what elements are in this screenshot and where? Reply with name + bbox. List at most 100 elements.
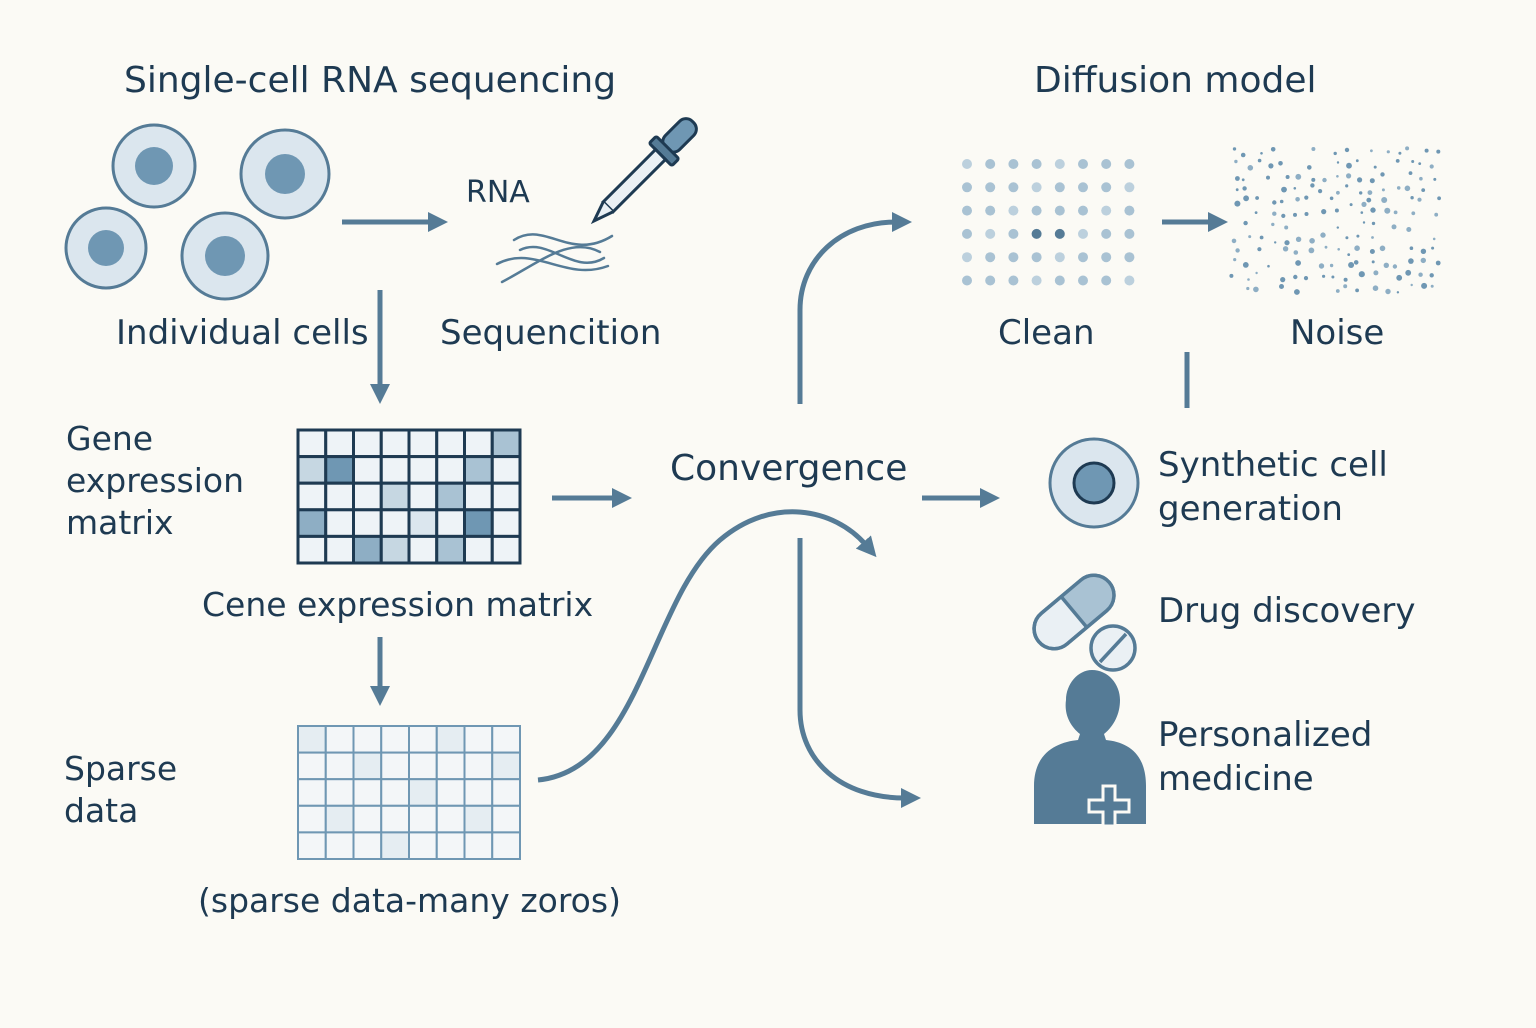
noise-dot bbox=[1247, 278, 1250, 281]
noise-dot bbox=[1435, 260, 1441, 266]
noise-dot bbox=[1343, 284, 1348, 289]
sparse-cell bbox=[491, 751, 521, 781]
noise-dot bbox=[1255, 196, 1259, 200]
pipette-icon bbox=[590, 117, 698, 225]
tablet-icon bbox=[1089, 624, 1137, 672]
noise-dot bbox=[1420, 248, 1427, 254]
noise-dot bbox=[1293, 274, 1298, 280]
noise-dot bbox=[1295, 197, 1300, 202]
sparse-cell bbox=[352, 778, 383, 807]
noise-dot bbox=[1232, 147, 1237, 151]
noise-dot bbox=[1274, 241, 1277, 244]
noise-dot bbox=[1343, 277, 1348, 282]
noise-dot bbox=[1281, 186, 1287, 193]
noise-dot bbox=[1381, 188, 1385, 192]
sparse-cell bbox=[491, 778, 521, 807]
noise-dot bbox=[1369, 178, 1375, 184]
matrix-cell bbox=[463, 481, 494, 512]
noise-dot bbox=[1411, 211, 1416, 216]
clean-dot bbox=[1008, 252, 1019, 263]
noise-dot bbox=[1367, 190, 1373, 196]
matrix-cell bbox=[435, 428, 466, 459]
noise-dot bbox=[1348, 262, 1355, 268]
sparse-cell bbox=[297, 751, 327, 781]
noise-dot bbox=[1295, 236, 1302, 242]
matrix-cell bbox=[490, 455, 522, 485]
matrix-cell bbox=[324, 508, 355, 538]
noise-dot bbox=[1406, 227, 1412, 232]
clean-dot bbox=[1008, 182, 1019, 193]
sparse-cell bbox=[491, 725, 521, 754]
sparse-cell bbox=[380, 804, 410, 834]
noise-dot bbox=[1384, 207, 1391, 214]
noise-dot bbox=[1243, 220, 1248, 226]
noise-dot bbox=[1420, 257, 1427, 264]
clean-dot bbox=[985, 182, 996, 193]
noise-dot bbox=[1347, 253, 1351, 256]
noise-icon bbox=[1229, 146, 1441, 295]
matrix-cell bbox=[352, 508, 383, 538]
noise-dot bbox=[1235, 248, 1240, 253]
noise-dot bbox=[1421, 188, 1426, 193]
matrix-cell bbox=[407, 508, 439, 538]
noise-dot bbox=[1395, 159, 1400, 163]
sparse-side-label: Sparse data bbox=[64, 749, 178, 831]
noise-dot bbox=[1372, 285, 1379, 292]
noise-dot bbox=[1322, 274, 1326, 278]
noise-dot bbox=[1434, 212, 1439, 217]
personalized-medicine-label: Personalized medicine bbox=[1158, 715, 1373, 799]
noise-dot bbox=[1379, 245, 1386, 252]
noise-dot bbox=[1408, 171, 1413, 176]
noise-dot bbox=[1405, 269, 1412, 276]
noise-dot bbox=[1318, 189, 1323, 194]
clean-dot bbox=[1031, 182, 1042, 193]
synthetic-cell-icon bbox=[1048, 437, 1140, 529]
sparse-cell bbox=[435, 751, 466, 781]
noise-dot bbox=[1336, 226, 1340, 229]
noise-dot bbox=[1311, 177, 1316, 182]
noise-dot bbox=[1310, 183, 1315, 188]
matrix-cell bbox=[296, 455, 328, 485]
noise-dot bbox=[1359, 191, 1363, 195]
noise-dot bbox=[1285, 175, 1290, 179]
matrix-cell bbox=[296, 534, 328, 565]
noise-dot bbox=[1280, 277, 1286, 283]
clean-dot bbox=[1008, 275, 1019, 286]
sparse-cell bbox=[380, 725, 410, 754]
noise-dot bbox=[1282, 246, 1289, 252]
clean-dot bbox=[1078, 182, 1088, 193]
clean-dot bbox=[985, 159, 996, 169]
clean-dot bbox=[1124, 159, 1135, 169]
matrix-cell bbox=[463, 508, 494, 538]
noise-dot bbox=[1405, 146, 1410, 151]
clean-dot bbox=[1054, 252, 1065, 263]
clean-dot bbox=[1031, 275, 1042, 286]
noise-dot bbox=[1294, 289, 1300, 295]
person-icon bbox=[1034, 670, 1146, 824]
clean-dot bbox=[1008, 159, 1019, 169]
clean-dot bbox=[962, 159, 972, 169]
sparse-cell bbox=[380, 751, 410, 781]
noise-dot bbox=[1322, 177, 1327, 183]
sparse-cell bbox=[380, 778, 410, 807]
noise-dot bbox=[1391, 224, 1397, 230]
matrix-cell bbox=[324, 428, 355, 459]
sparse-cell bbox=[324, 751, 355, 781]
noise-dot bbox=[1349, 203, 1353, 207]
noise-dot bbox=[1344, 147, 1350, 153]
matrix-cell bbox=[407, 534, 439, 565]
noise-dot bbox=[1424, 148, 1429, 153]
noise-dot bbox=[1242, 262, 1249, 268]
sparse-cell bbox=[352, 831, 383, 861]
sparse-cell bbox=[297, 778, 327, 807]
clean-dot bbox=[985, 228, 996, 239]
individual-cells-label: Individual cells bbox=[116, 313, 369, 353]
curve-sparse-to-convergence bbox=[537, 509, 877, 783]
sparse-cell bbox=[408, 725, 438, 754]
noise-dot bbox=[1303, 276, 1309, 281]
noise-dot bbox=[1418, 162, 1422, 166]
sparse-cell bbox=[297, 725, 327, 754]
noise-dot bbox=[1284, 225, 1289, 230]
noise-dot bbox=[1355, 288, 1359, 293]
matrix-cell bbox=[352, 481, 383, 512]
